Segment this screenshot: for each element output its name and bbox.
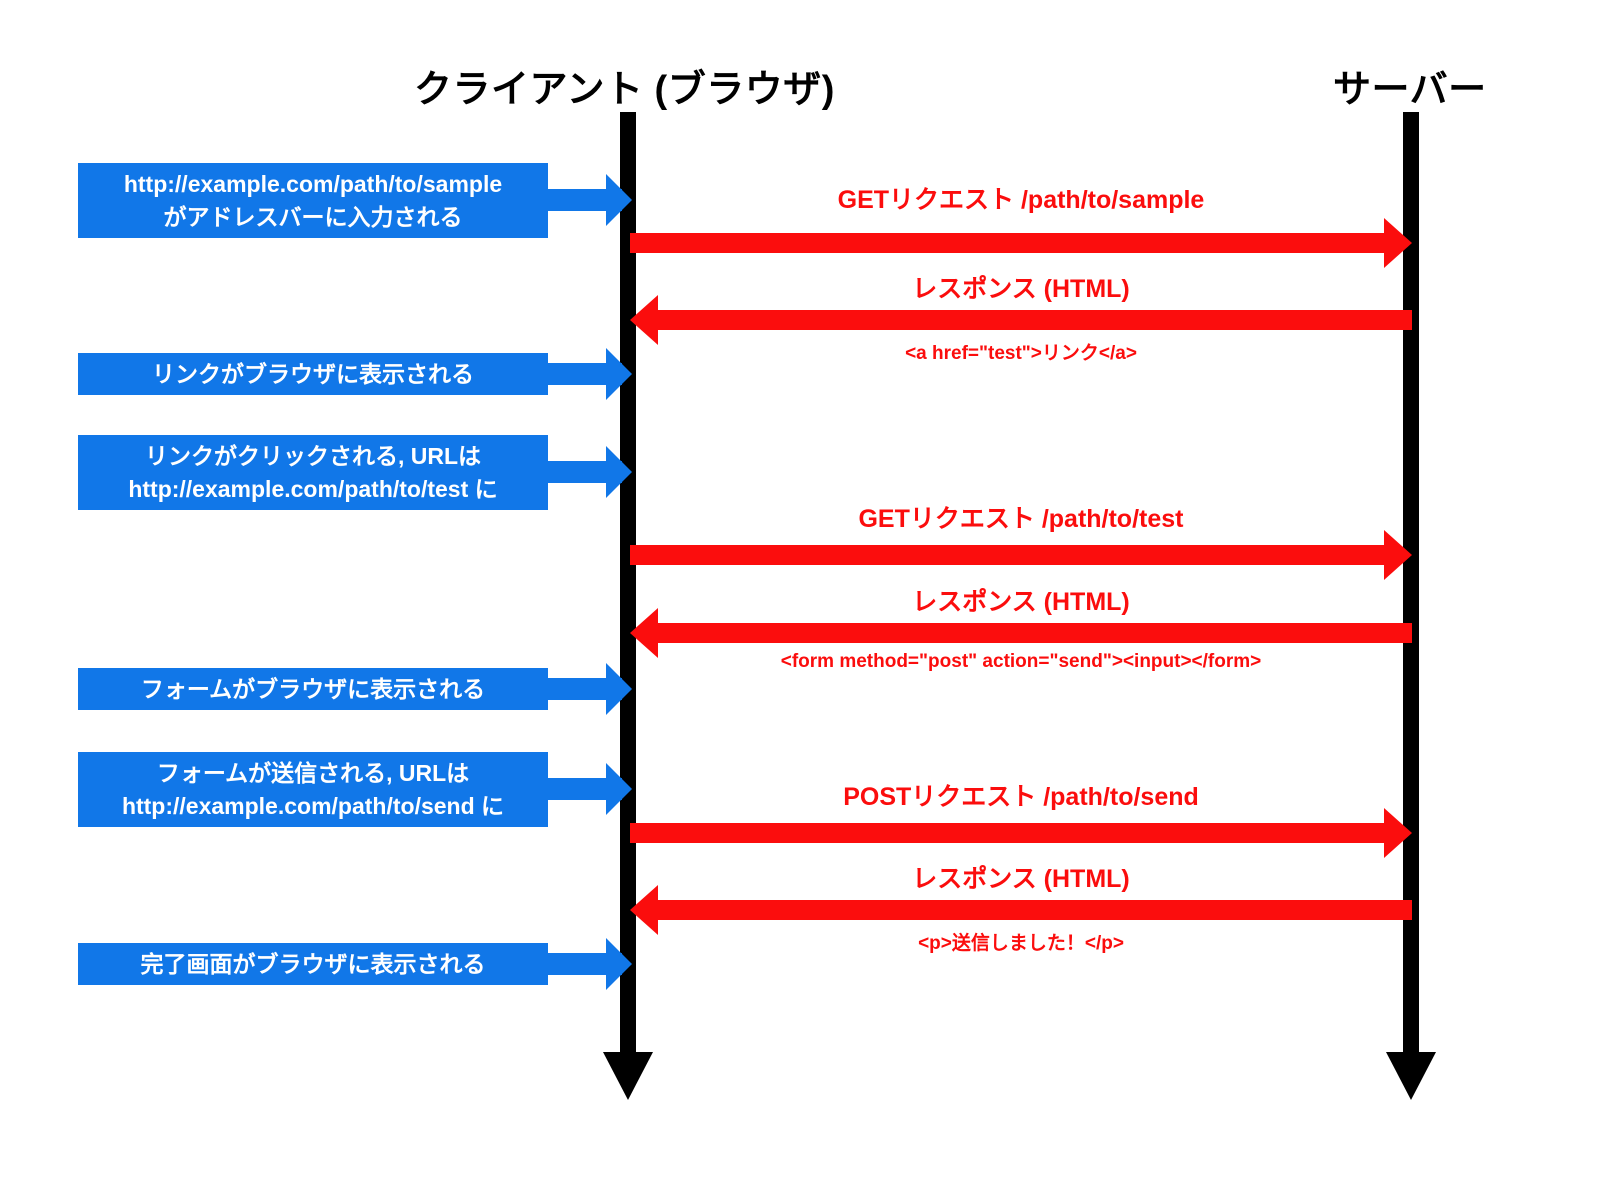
client-action-6-arrow-shaft <box>548 953 622 975</box>
message-4-bar <box>658 623 1412 643</box>
client-action-1-arrowhead-icon <box>606 174 632 226</box>
message-4-label: レスポンス (HTML) <box>912 588 1130 616</box>
message-6-label: レスポンス (HTML) <box>912 865 1130 893</box>
message-2-bar <box>658 310 1412 330</box>
client-action-3-box: リンクがクリックされる, URLは http://example.com/pat… <box>78 435 548 510</box>
client-action-3-line1: リンクがクリックされる, URLは <box>144 442 482 469</box>
message-6-payload: <p>送信しました！</p> <box>918 933 1124 954</box>
client-action-4-arrow-shaft <box>548 678 622 700</box>
client-action-2-line1: リンクがブラウザに表示される <box>152 360 474 387</box>
client-action-3-arrow-shaft <box>548 461 622 483</box>
actor-label-client: クライアント (ブラウザ) <box>414 69 835 111</box>
message-1-arrowhead-icon <box>1384 218 1412 268</box>
message-1-label: GETリクエスト /path/to/sample <box>837 186 1205 214</box>
client-action-5-box: フォームが送信される, URLは http://example.com/path… <box>78 752 548 827</box>
client-action-3-arrowhead-icon <box>606 446 632 498</box>
client-action-2-box: リンクがブラウザに表示される <box>78 353 548 395</box>
client-action-6-line1: 完了画面がブラウザに表示される <box>140 950 486 977</box>
message-2-arrowhead-icon <box>630 295 658 345</box>
message-6-arrowhead-icon <box>630 885 658 935</box>
client-action-5-line2: http://example.com/path/to/send に <box>121 792 505 819</box>
client-action-5-arrowhead-icon <box>606 763 632 815</box>
client-action-6-box: 完了画面がブラウザに表示される <box>78 943 548 985</box>
client-action-1-box: http://example.com/path/to/sample がアドレスバ… <box>78 163 548 238</box>
client-action-4-line1: フォームがブラウザに表示される <box>140 675 486 702</box>
lifeline-client-arrowhead-icon <box>603 1052 653 1100</box>
message-2-payload: <a href="test">リンク</a> <box>905 343 1137 364</box>
actor-label-server: サーバー <box>1333 69 1487 111</box>
message-3-bar <box>630 545 1384 565</box>
client-action-1-line2: がアドレスバーに入力される <box>163 203 463 230</box>
client-action-3-line2: http://example.com/path/to/test に <box>128 475 498 502</box>
client-action-5-arrow-shaft <box>548 778 622 800</box>
client-action-1-arrow-shaft <box>548 189 622 211</box>
client-action-1-line1: http://example.com/path/to/sample <box>123 170 503 197</box>
message-5-label: POSTリクエスト /path/to/send <box>843 783 1199 811</box>
message-2-label: レスポンス (HTML) <box>912 275 1130 303</box>
client-action-4-box: フォームがブラウザに表示される <box>78 668 548 710</box>
message-6-bar <box>658 900 1412 920</box>
client-action-5-line1: フォームが送信される, URLは <box>156 759 470 786</box>
client-action-6-arrowhead-icon <box>606 938 632 990</box>
lifeline-server-arrowhead-icon <box>1386 1052 1436 1100</box>
message-3-label: GETリクエスト /path/to/test <box>858 505 1184 533</box>
message-4-payload: <form method="post" action="send"><input… <box>780 651 1262 672</box>
client-action-2-arrowhead-icon <box>606 348 632 400</box>
message-1-bar <box>630 233 1384 253</box>
client-action-4-arrowhead-icon <box>606 663 632 715</box>
client-action-2-arrow-shaft <box>548 363 622 385</box>
message-5-arrowhead-icon <box>1384 808 1412 858</box>
message-4-arrowhead-icon <box>630 608 658 658</box>
lifeline-client-shaft <box>620 112 636 1052</box>
message-3-arrowhead-icon <box>1384 530 1412 580</box>
message-5-bar <box>630 823 1384 843</box>
